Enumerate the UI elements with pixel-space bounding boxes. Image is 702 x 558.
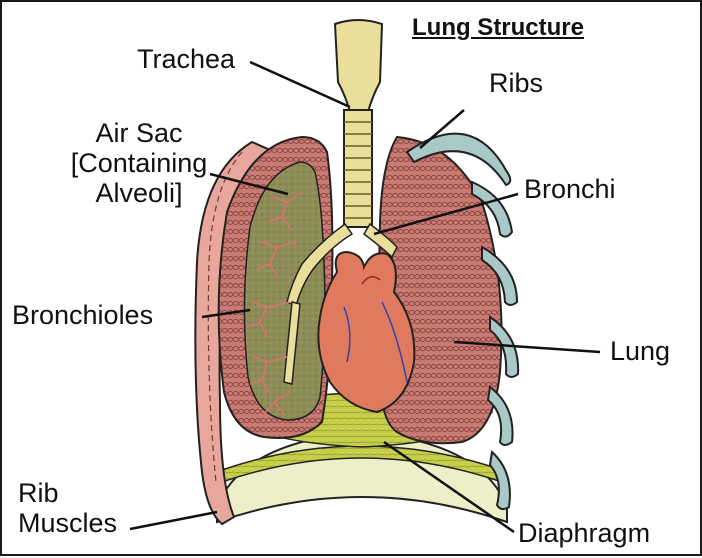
label-air-sac-line1: Air Sac xyxy=(44,118,234,148)
label-lung: Lung xyxy=(610,336,670,366)
label-rib-muscles-line2: Muscles xyxy=(18,508,117,538)
label-bronchioles: Bronchioles xyxy=(12,300,153,330)
label-air-sac: Air Sac [Containing Alveoli] xyxy=(44,118,234,209)
label-diaphragm: Diaphragm xyxy=(518,518,650,548)
label-bronchi: Bronchi xyxy=(524,174,616,204)
label-rib-muscles-line1: Rib xyxy=(18,478,117,508)
label-ribs: Ribs xyxy=(489,68,543,98)
label-trachea: Trachea xyxy=(137,44,235,74)
label-air-sac-line3: Alveoli] xyxy=(44,178,234,208)
diagram-title: Lung Structure xyxy=(412,14,584,42)
label-air-sac-line2: [Containing xyxy=(44,148,234,178)
label-rib-muscles: Rib Muscles xyxy=(18,478,117,538)
